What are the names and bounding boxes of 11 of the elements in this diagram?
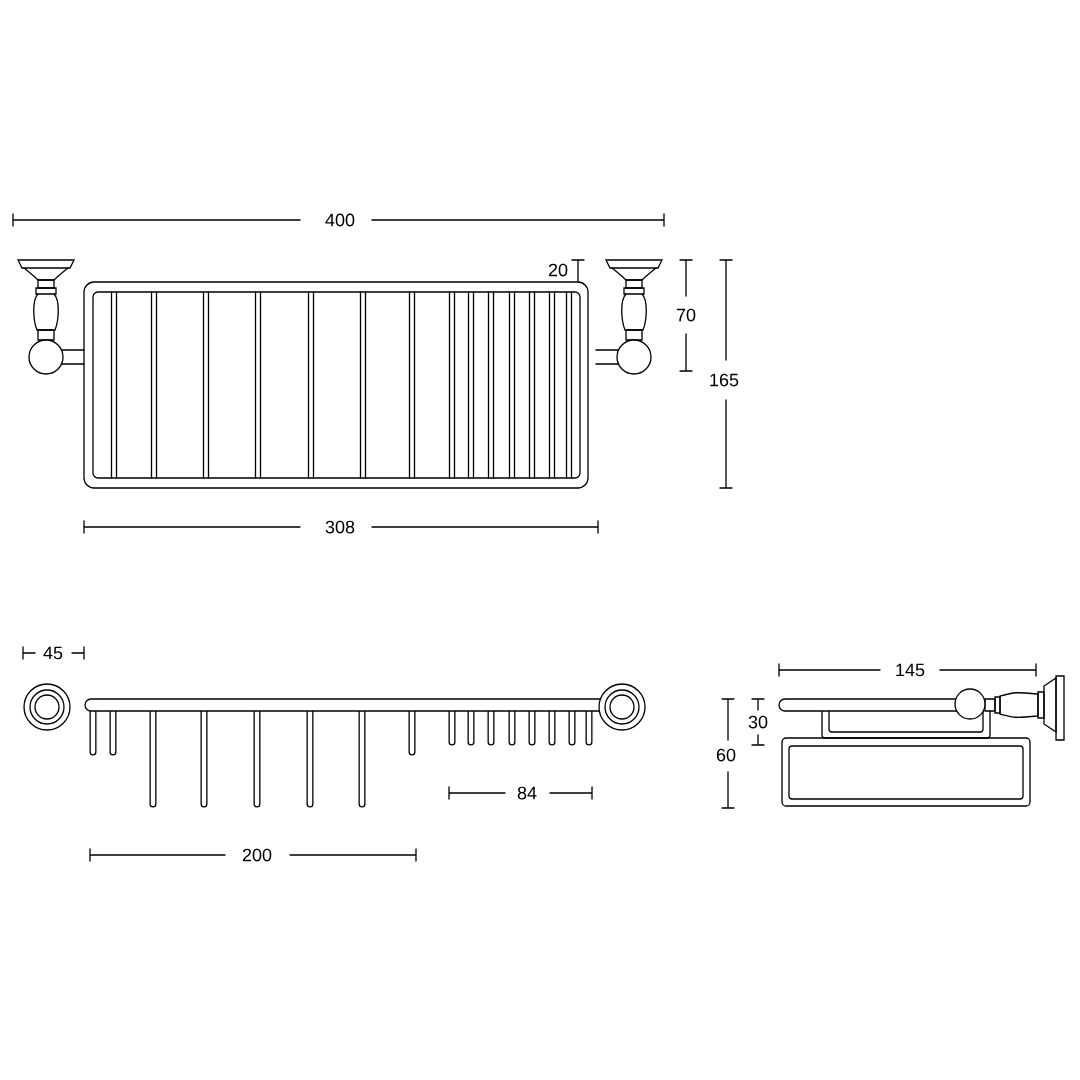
dimension-label: 60 [716,748,736,762]
dimension-label: 30 [748,715,768,729]
dimension-label: 165 [710,373,739,387]
dimension-label: 308 [325,520,355,534]
dimension-label: 400 [325,213,355,227]
dimension-label: 200 [242,848,272,862]
dimension-label: 145 [896,663,925,677]
dimension-label: 84 [517,786,537,800]
dimension-label: 45 [43,646,63,660]
dimension-label: 20 [548,263,568,277]
dimension-label: 70 [676,308,696,322]
